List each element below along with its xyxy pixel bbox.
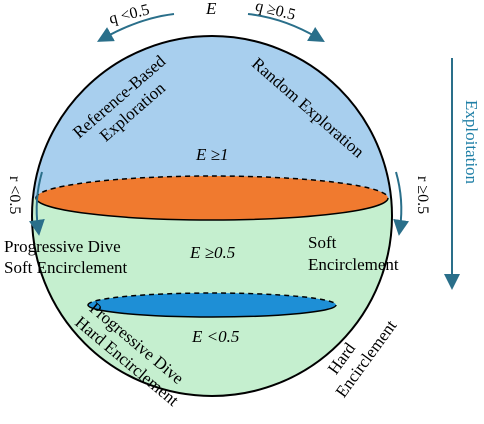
q-low-arrow — [97, 13, 175, 42]
orange-disk-back-edge — [35, 175, 389, 199]
r-high-arrow — [393, 171, 410, 236]
soft-enc-line1: Soft — [308, 233, 337, 252]
progressive-soft-line2: Soft Encirclement — [4, 258, 127, 277]
r-low-arrow — [28, 171, 45, 236]
energy-ge-1-label: E ≥1 — [195, 145, 228, 164]
energy-lt-05-label: E <0.5 — [191, 327, 239, 346]
r-high-label: r ≥0.5 — [414, 176, 431, 214]
progressive-soft-line1: Progressive Dive — [4, 237, 121, 256]
exploitation-label: Exploitation — [462, 100, 481, 185]
orange-disk — [36, 176, 388, 220]
energy-ge-05-label: E ≥0.5 — [189, 243, 235, 262]
q-low-label: q <0.5 — [107, 1, 151, 27]
q-high-arrow — [247, 13, 325, 43]
blue-disk — [88, 293, 336, 317]
r-low-label: r <0.5 — [6, 176, 23, 214]
blue-disk-front-edge — [87, 304, 337, 318]
blue-disk-back-edge — [87, 292, 337, 306]
energy-top-label: E — [205, 0, 217, 18]
soft-enc-line2: Encirclement — [308, 255, 399, 274]
sphere-outline — [31, 35, 393, 397]
orange-disk-front-edge — [35, 197, 389, 221]
